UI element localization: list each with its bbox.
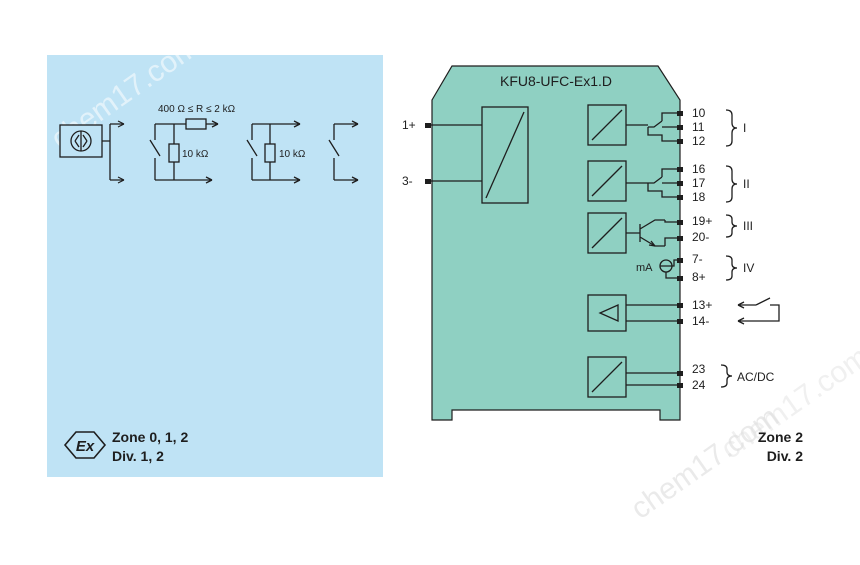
terminal-label: 11 bbox=[692, 120, 705, 134]
power-supply-block bbox=[587, 356, 627, 398]
resistor-label-2: 10 kΩ bbox=[279, 149, 306, 160]
power-label: AC/DC bbox=[737, 370, 775, 384]
terminal-label: 1+ bbox=[402, 118, 416, 132]
input-isolation-block bbox=[481, 106, 529, 204]
terminal-label: 23 bbox=[692, 362, 706, 376]
terminal-label: 17 bbox=[692, 176, 706, 190]
module-body bbox=[431, 65, 681, 421]
reset-input-block bbox=[587, 294, 627, 332]
terminal-label: 16 bbox=[692, 162, 706, 176]
group-label: I bbox=[743, 121, 746, 135]
group-label: IV bbox=[743, 261, 754, 275]
terminal-label: 14- bbox=[692, 314, 709, 328]
relay-output-block-2 bbox=[587, 160, 627, 202]
terminal-label: 8+ bbox=[692, 270, 706, 284]
terminal-label: 24 bbox=[692, 378, 706, 392]
terminal-label: 18 bbox=[692, 190, 706, 204]
ex-hexagon-icon: Ex bbox=[63, 431, 107, 459]
terminal-label: 13+ bbox=[692, 298, 712, 312]
terminal-label: 20- bbox=[692, 230, 709, 244]
contact-plain-circuit bbox=[328, 123, 358, 181]
resistor-range-label: 400 Ω ≤ R ≤ 2 kΩ bbox=[158, 104, 236, 115]
zone-hazard-line1: Zone 0, 1, 2 bbox=[112, 429, 188, 445]
terminal-label: 7- bbox=[692, 252, 703, 266]
zone-safe-line2: Div. 2 bbox=[767, 448, 804, 464]
terminal-label: 3- bbox=[402, 174, 413, 188]
zone-safe-line1: Zone 2 bbox=[758, 429, 803, 445]
contact-single-resistor-circuit bbox=[246, 123, 300, 181]
terminals bbox=[425, 111, 683, 388]
terminal-label: 19+ bbox=[692, 214, 712, 228]
terminal-label: 10 bbox=[692, 106, 706, 120]
group-label: III bbox=[743, 219, 753, 233]
zone-hazard-line2: Div. 1, 2 bbox=[112, 448, 164, 464]
terminal-label: 12 bbox=[692, 134, 706, 148]
contact-resistor-circuit bbox=[149, 123, 218, 181]
module-title: KFU8-UFC-Ex1.D bbox=[500, 73, 612, 89]
watermark: chem17.com bbox=[715, 340, 860, 466]
group-label: II bbox=[743, 177, 750, 191]
resistor-label-1: 10 kΩ bbox=[182, 149, 209, 160]
current-output-prefix: mA bbox=[636, 262, 653, 274]
svg-text:Ex: Ex bbox=[76, 438, 95, 455]
